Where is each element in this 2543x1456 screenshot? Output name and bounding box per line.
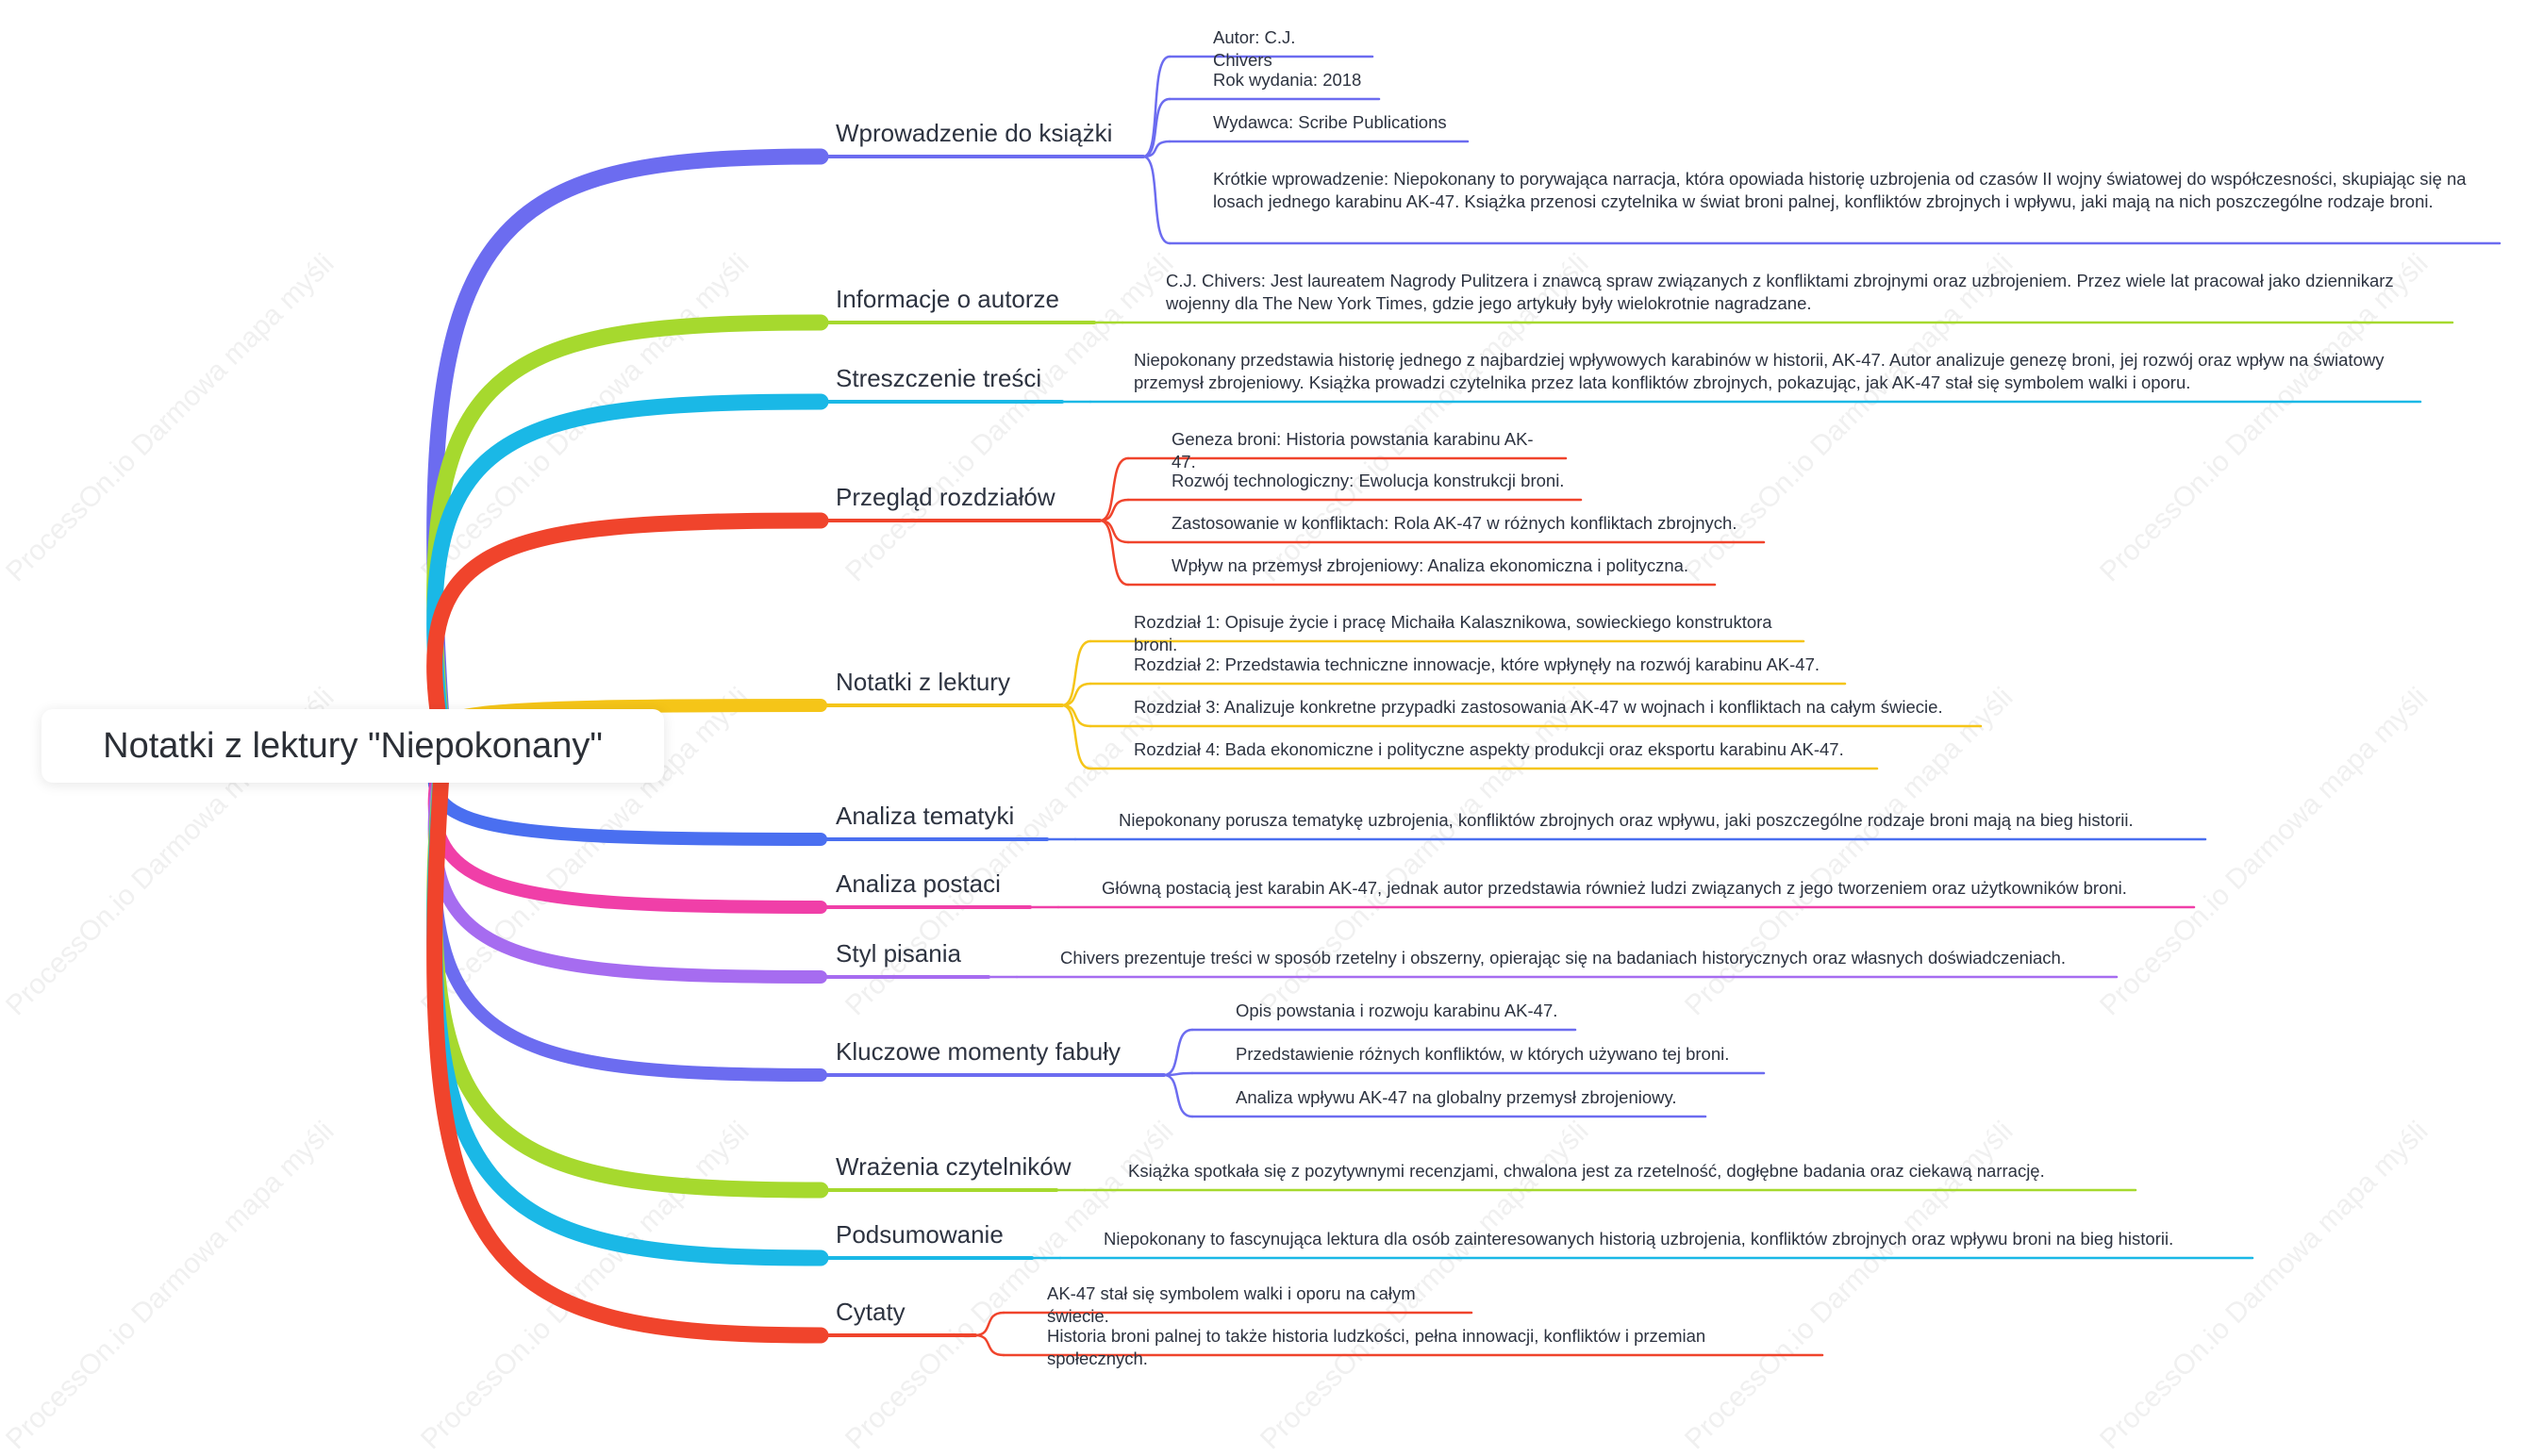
branch-connector — [426, 314, 829, 755]
leaf-topic[interactable]: Niepokonany to fascynująca lektura dla o… — [1104, 1229, 2174, 1249]
leaf-topic[interactable]: C.J. Chivers: Jest laureatem Nagrody Pul… — [1166, 271, 2394, 313]
leaf-topic[interactable]: Rozdział 2: Przedstawia techniczne innow… — [1134, 654, 1820, 674]
leaf-connector — [1141, 155, 1172, 245]
branch-topic[interactable]: Analiza postaci — [836, 869, 1001, 898]
branch-connector — [426, 738, 829, 1344]
leaf-connector — [1162, 1073, 1194, 1118]
leaf-topic[interactable]: Wydawca: Scribe Publications — [1213, 112, 1447, 132]
branch-topic[interactable]: Styl pisania — [836, 939, 961, 968]
leaf-topic[interactable]: Książka spotkała się z pozytywnymi recen… — [1128, 1161, 2045, 1181]
branch-topic[interactable]: Wrażenia czytelników — [836, 1152, 1072, 1181]
leaf-connector — [1060, 703, 1092, 728]
branch-topic[interactable]: Cytaty — [836, 1298, 906, 1326]
leaf-connector — [1141, 97, 1172, 158]
branch-topic[interactable]: Kluczowe momenty fabuły — [836, 1037, 1122, 1066]
leaf-connector — [1098, 519, 1130, 544]
leaf-connector — [1162, 1028, 1194, 1077]
branch-topic[interactable]: Informacje o autorze — [836, 285, 1060, 313]
leaf-topic[interactable]: Rozwój technologiczny: Ewolucja konstruk… — [1172, 471, 1565, 490]
leaf-topic[interactable]: Niepokonany porusza tematykę uzbrojenia,… — [1119, 810, 2134, 830]
leaf-topic[interactable]: Geneza broni: Historia powstania karabin… — [1172, 429, 1534, 472]
leaf-topic[interactable]: Autor: C.J. Chivers — [1213, 27, 1296, 70]
leaf-topic[interactable]: Rozdział 4: Bada ekonomiczne i polityczn… — [1134, 739, 1844, 759]
leaf-topic[interactable]: Przedstawienie różnych konfliktów, w któ… — [1236, 1044, 1730, 1064]
leaf-topic[interactable]: Analiza wpływu AK-47 na globalny przemys… — [1236, 1087, 1677, 1107]
leaf-topic[interactable]: Rok wydania: 2018 — [1213, 70, 1362, 90]
branch-topic[interactable]: Notatki z lektury — [836, 668, 1010, 696]
branch-topic[interactable]: Analiza tematyki — [836, 802, 1015, 830]
leaf-connector — [973, 1333, 1006, 1357]
root-topic[interactable]: Notatki z lektury "Niepokonany" — [42, 709, 664, 783]
leaf-topic[interactable]: Zastosowanie w konfliktach: Rola AK-47 w… — [1172, 513, 1737, 533]
leaf-connector — [1060, 703, 1092, 770]
leaf-connector — [1060, 682, 1092, 707]
leaf-connector — [1098, 498, 1130, 522]
branch-topic[interactable]: Podsumowanie — [836, 1220, 1004, 1249]
leaf-topic[interactable]: Krótkie wprowadzenie: Niepokonany to por… — [1213, 169, 2467, 211]
leaf-topic[interactable]: Opis powstania i rozwoju karabinu AK-47. — [1236, 1001, 1558, 1020]
branch-topic[interactable]: Streszczenie treści — [836, 364, 1042, 392]
leaf-topic[interactable]: Wpływ na przemysł zbrojeniowy: Analiza e… — [1172, 555, 1689, 575]
leaf-connector — [1098, 519, 1130, 587]
leaf-topic[interactable]: Rozdział 1: Opisuje życie i pracę Michai… — [1134, 612, 1772, 654]
leaf-topic[interactable]: Rozdział 3: Analizuje konkretne przypadk… — [1134, 697, 1943, 717]
leaf-connector — [1141, 140, 1172, 158]
leaf-connector — [973, 1311, 1006, 1337]
branch-connector — [426, 393, 829, 755]
leaf-topic[interactable]: Historia broni palnej to także historia … — [1047, 1326, 1706, 1368]
leaf-topic[interactable]: Niepokonany przedstawia historię jednego… — [1134, 350, 2385, 392]
leaf-topic[interactable]: AK-47 stał się symbolem walki i oporu na… — [1047, 1283, 1416, 1326]
leaf-topic[interactable]: Chivers prezentuje treści w sposób rzete… — [1060, 948, 2066, 968]
mindmap-connectors — [426, 55, 2501, 1357]
leaf-connector — [1141, 55, 1172, 158]
branch-topic[interactable]: Wprowadzenie do książki — [836, 119, 1113, 147]
leaf-connector — [1098, 456, 1130, 522]
branch-connector — [426, 512, 829, 755]
leaf-connector — [1060, 639, 1092, 707]
leaf-topic[interactable]: Główną postacią jest karabin AK-47, jedn… — [1102, 878, 2127, 898]
branch-topic[interactable]: Przegląd rozdziałów — [836, 483, 1055, 511]
